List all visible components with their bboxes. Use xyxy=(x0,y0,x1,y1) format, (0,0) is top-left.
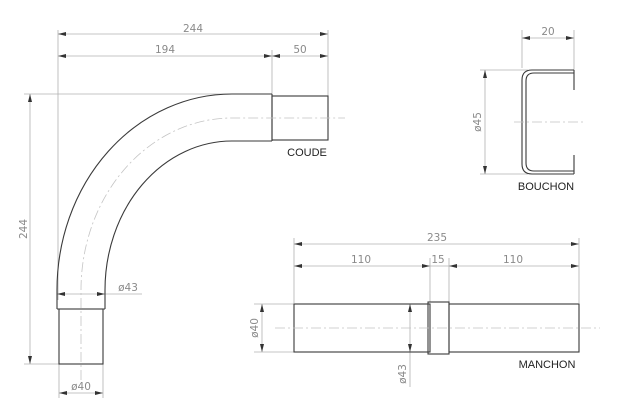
elbow-centerline xyxy=(80,117,345,380)
dim-text-110-left: 110 xyxy=(351,254,371,266)
dim-text-244-h: 244 xyxy=(183,23,203,35)
coude-elbow-view: 244 194 50 244 ø43 ø40 COUDE xyxy=(18,23,345,398)
manchon-label: MANCHON xyxy=(519,359,576,371)
bouchon-cap-view: 20 ø45 BOUCHON xyxy=(472,26,585,193)
dim-text-50: 50 xyxy=(293,44,306,56)
cap-inner xyxy=(525,72,574,172)
bouchon-label: BOUCHON xyxy=(518,181,574,193)
manchon-coupler-view: 235 110 15 110 ø40 ø43 MANCHON xyxy=(249,232,600,387)
dim-text-20: 20 xyxy=(541,26,554,38)
dim-text-244-v: 244 xyxy=(18,219,30,239)
dim-text-manchon-d40: ø40 xyxy=(249,318,261,338)
elbow-bottom-sleeve xyxy=(58,308,104,365)
cap-outer xyxy=(521,69,574,175)
dim-text-110-right: 110 xyxy=(503,254,523,266)
dim-text-235: 235 xyxy=(427,232,447,244)
dim-text-d43: ø43 xyxy=(118,282,138,294)
elbow-outer-edge xyxy=(56,93,272,309)
coude-label: COUDE xyxy=(287,147,327,159)
dim-text-d45: ø45 xyxy=(472,112,484,132)
dim-text-manchon-d43: ø43 xyxy=(397,364,409,384)
dim-text-15: 15 xyxy=(431,254,444,266)
elbow-inner-edge xyxy=(104,140,272,309)
dim-text-194: 194 xyxy=(155,44,175,56)
dim-text-d40: ø40 xyxy=(71,381,91,393)
